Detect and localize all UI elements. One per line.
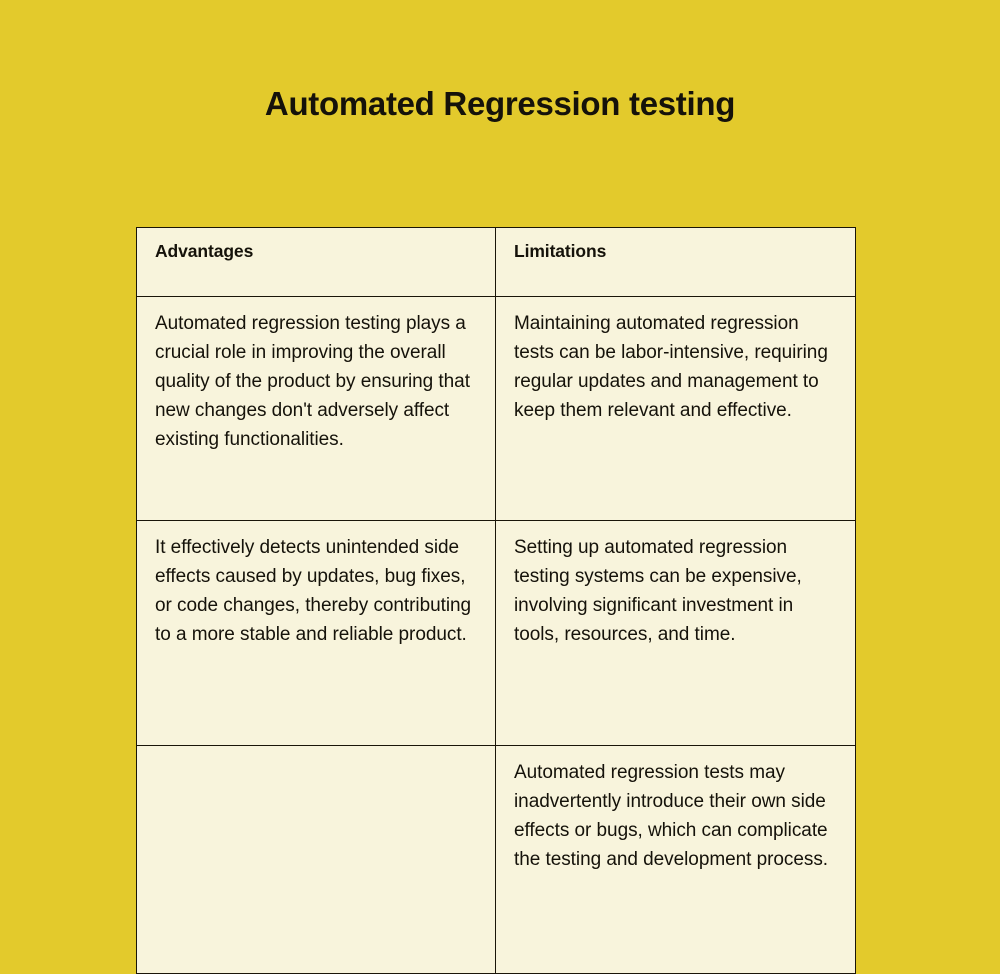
table-row: Automated regression testing plays a cru…	[136, 296, 856, 521]
table-header: Advantages Limitations	[136, 227, 856, 297]
page-title: Automated Regression testing	[264, 85, 736, 122]
comparison-table-container: Advantages Limitations Automated regress…	[136, 227, 856, 974]
advantages-limitations-table: Advantages Limitations Automated regress…	[136, 227, 856, 974]
cell-limitation-3: Automated regression tests may inadverte…	[495, 745, 856, 974]
cell-advantage-2: It effectively detects unintended side e…	[136, 520, 496, 746]
table-header-row: Advantages Limitations	[136, 227, 856, 297]
cell-limitation-1: Maintaining automated regression tests c…	[495, 296, 856, 521]
table-row: Automated regression tests may inadverte…	[136, 745, 856, 974]
table-row: It effectively detects unintended side e…	[136, 520, 856, 746]
cell-limitation-2: Setting up automated regression testing …	[495, 520, 856, 746]
cell-advantage-3-empty	[136, 745, 496, 974]
column-header-advantages: Advantages	[136, 227, 496, 297]
column-header-limitations: Limitations	[495, 227, 856, 297]
table-body: Automated regression testing plays a cru…	[136, 296, 856, 974]
cell-advantage-1: Automated regression testing plays a cru…	[136, 296, 496, 521]
